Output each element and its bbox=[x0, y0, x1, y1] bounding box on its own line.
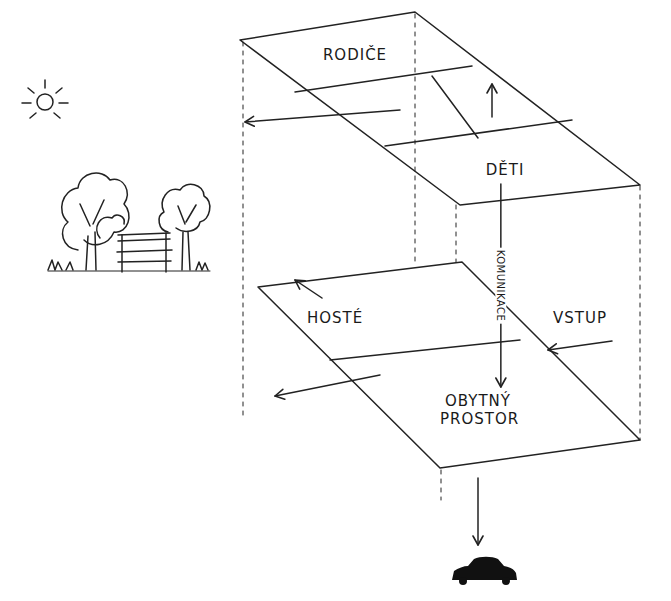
sun-symbol bbox=[22, 80, 68, 118]
zone-label: OBYTNÝ PROSTOR bbox=[437, 390, 519, 430]
upper-floor-plane bbox=[240, 12, 640, 205]
zone-name: HOSTÉ bbox=[307, 309, 363, 327]
zone-name: RODIČE bbox=[323, 46, 387, 64]
zone-label: HOSTÉ bbox=[304, 307, 366, 329]
circulation-label: KOMUNIKACE bbox=[495, 248, 506, 324]
entrance-label: VSTUP bbox=[553, 309, 607, 327]
zone-label: RODIČE bbox=[320, 44, 390, 66]
zone-label: DĚTI bbox=[483, 159, 528, 181]
zone-name: DĚTI bbox=[486, 161, 525, 179]
park-trees-bench bbox=[48, 173, 210, 272]
zone-name: OBYTNÝ PROSTOR bbox=[440, 392, 516, 428]
car-symbol bbox=[452, 557, 517, 585]
lower-floor-plane bbox=[258, 262, 640, 468]
